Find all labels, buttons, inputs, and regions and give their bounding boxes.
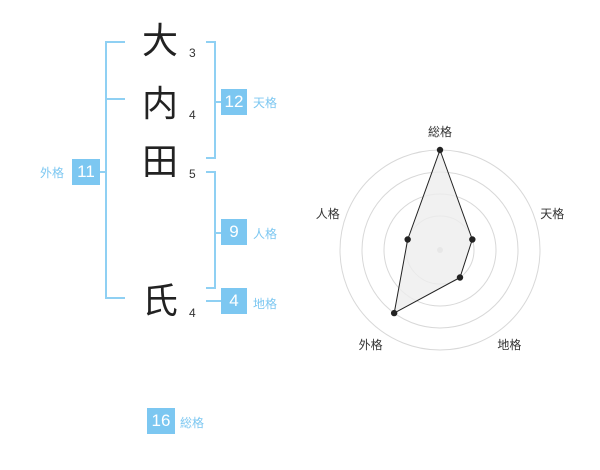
jinkaku-label: 人格 <box>253 227 278 241</box>
surname-char-1-strokes: 3 <box>189 46 196 60</box>
radar-axis-label-4: 外格 <box>358 338 383 353</box>
tenkaku-label: 天格 <box>253 96 278 110</box>
surname-char-1: 大 <box>141 21 178 62</box>
radar-axis-label-5: 人格 <box>315 206 340 221</box>
radar-axis-label-3: 地格 <box>497 338 522 353</box>
chikaku-badge: 4 <box>221 288 247 314</box>
radar-point-4 <box>390 309 398 317</box>
surname-char-3-strokes: 5 <box>189 167 196 181</box>
radar-shape <box>393 148 473 315</box>
radar-point-2 <box>469 236 476 243</box>
surname-char-2: 内 <box>141 84 178 125</box>
surname-char-3: 田 <box>141 142 178 183</box>
radar-axis-label-2: 天格 <box>540 206 565 221</box>
jinkaku-badge: 9 <box>221 219 247 245</box>
soukaku-badge: 16 <box>147 408 175 434</box>
chikaku-label: 地格 <box>253 297 278 311</box>
gaikaku-label: 外格 <box>40 166 65 180</box>
surname-char-2-strokes: 4 <box>189 108 196 122</box>
tenkaku-badge: 12 <box>221 89 247 115</box>
radar-polygon <box>393 148 473 315</box>
soukaku-label: 総格 <box>180 416 205 430</box>
gaikaku-badge: 11 <box>72 159 100 185</box>
radar-point-1 <box>436 146 444 154</box>
radar-point-5 <box>404 236 411 243</box>
given-char-1-strokes: 4 <box>189 306 196 320</box>
radar-points <box>390 146 476 317</box>
given-char-1: 氏 <box>141 281 178 322</box>
radar-point-3 <box>456 274 464 281</box>
radar-axis-label-1: 総格 <box>428 125 453 139</box>
